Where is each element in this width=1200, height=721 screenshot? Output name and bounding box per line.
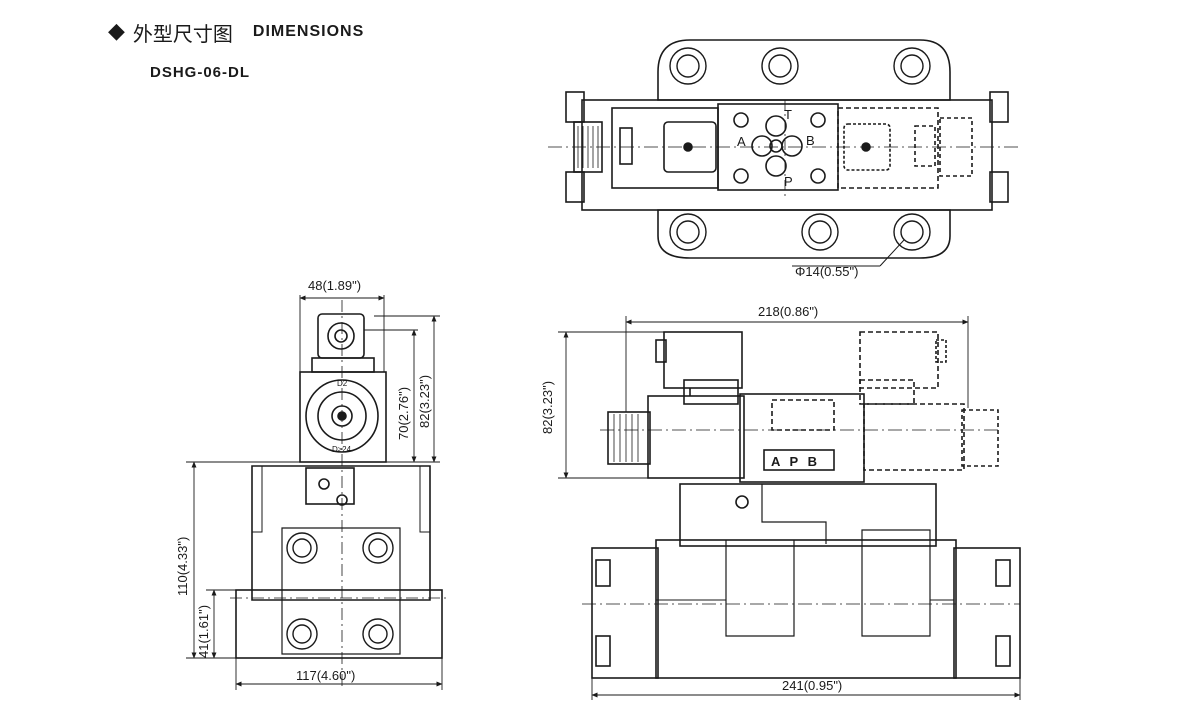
diamond-bullet-icon: ◆ <box>108 19 125 44</box>
side-height-82-label: 82(3.23") <box>417 375 432 428</box>
side-width-top-label: 48(1.89") <box>308 278 361 293</box>
side-view <box>186 295 450 690</box>
front-width-bottom-label: 241(0.95") <box>782 678 842 693</box>
side-height-41-label: 41(1.61") <box>196 605 211 658</box>
d24-label: D≥24 <box>332 445 352 454</box>
front-view <box>558 316 1021 700</box>
port-t-label: T <box>784 107 792 122</box>
d2-label: D2 <box>337 379 348 388</box>
side-width-bottom-label: 117(4.60") <box>296 668 355 683</box>
front-height-82-label: 82(3.23") <box>540 381 555 434</box>
side-height-70-label: 70(2.76") <box>396 387 411 440</box>
header: ◆ 外型尺寸图 DIMENSIONS <box>108 18 364 46</box>
front-ports-label: A P B <box>771 454 820 469</box>
front-width-top-label: 218(0.86") <box>758 304 818 319</box>
model-label: DSHG-06-DL <box>150 64 251 81</box>
hole-diameter-label: Φ14(0.55") <box>795 264 858 279</box>
top-view <box>548 39 1020 267</box>
port-b-label: B <box>806 133 815 148</box>
port-p-label: P <box>784 174 793 189</box>
side-height-110-label: 110(4.33") <box>175 537 190 596</box>
title-chinese: 外型尺寸图 <box>132 21 233 46</box>
port-a-label: A <box>737 134 746 149</box>
title-english: DIMENSIONS <box>252 23 365 40</box>
